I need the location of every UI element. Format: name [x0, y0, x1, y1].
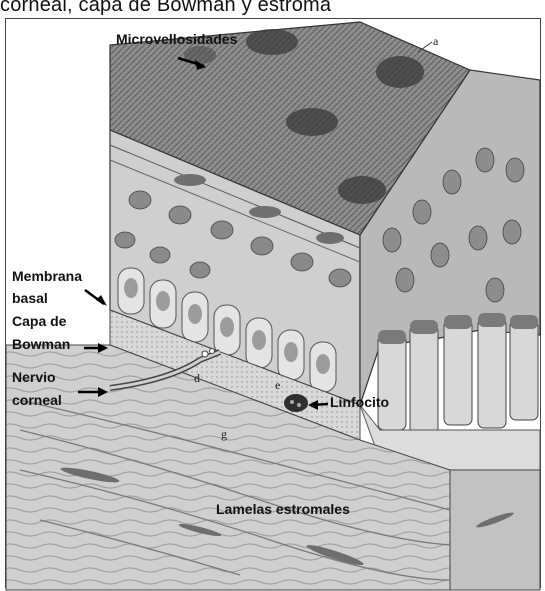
- surface-patch: [338, 176, 386, 204]
- label-nervio: Nervio: [12, 366, 56, 388]
- surface-patch: [286, 108, 338, 136]
- letter-e: e: [275, 378, 280, 393]
- label-basal: basal: [12, 287, 48, 309]
- letter-a: a: [433, 34, 438, 49]
- label-membrana: Membrana: [12, 265, 82, 287]
- label-corneal: corneal: [12, 389, 62, 411]
- stroma-right: [450, 470, 540, 590]
- lymphocyte-cell: [284, 394, 308, 412]
- label-linfocito: Linfocito: [330, 391, 389, 413]
- surface-patch: [376, 56, 424, 88]
- label-microvellosidades: Microvellosidades: [116, 28, 237, 50]
- letter-g: g: [221, 427, 227, 442]
- surface-patch: [246, 29, 298, 55]
- label-bowman: Bowman: [12, 333, 70, 355]
- label-lamelas-estromales: Lamelas estromales: [216, 498, 350, 520]
- label-capa-de: Capa de: [12, 310, 66, 332]
- letter-d: d: [194, 371, 200, 386]
